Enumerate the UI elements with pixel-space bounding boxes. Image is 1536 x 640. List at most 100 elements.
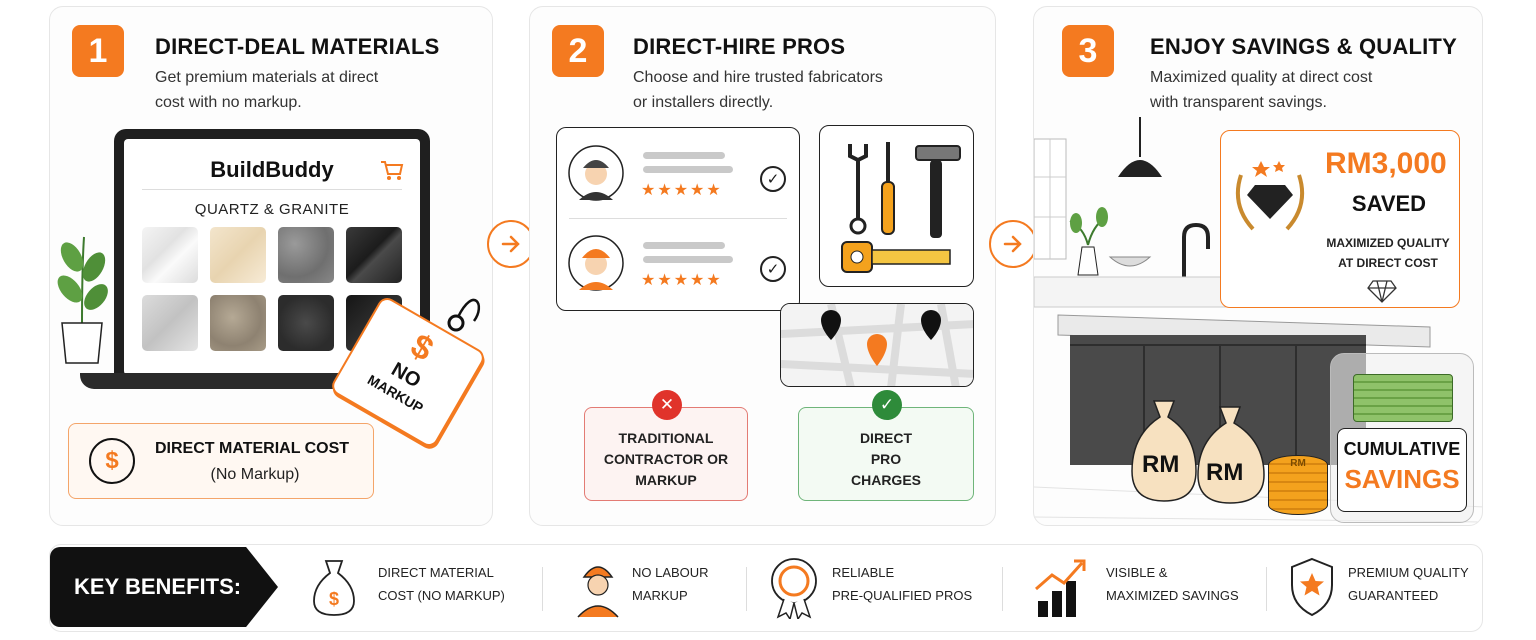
step-1-title: DIRECT-DEAL MATERIALS	[155, 34, 440, 59]
step-1-description: Get premium materials at direct cost wit…	[155, 65, 455, 115]
bag-left-label: RM	[1142, 451, 1180, 478]
arrow-right-icon-1	[487, 220, 535, 268]
key-benefits-bar: KEY BENEFITS: $ DIRECT MATERIAL COST (NO…	[49, 544, 1483, 632]
savings-jar: CUMULATIVE SAVINGS	[1330, 353, 1474, 523]
step-3-description: Maximized quality at direct cost with tr…	[1150, 65, 1450, 115]
check-circle-icon: ✓	[872, 390, 902, 420]
cost-box-title: DIRECT MATERIAL COST	[155, 440, 350, 457]
swatch-dark-granite[interactable]	[278, 295, 334, 351]
pro-row-2[interactable]: ★★★★★ ✓	[557, 220, 799, 310]
shield-star-icon	[1291, 557, 1333, 617]
pro-row-1[interactable]: ★★★★★ ✓	[557, 128, 799, 218]
map-icon	[781, 304, 973, 386]
traditional-contractor-box: ✕ TRADITIONAL CONTRACTOR OR MARKUP	[584, 390, 748, 501]
worker-avatar-icon	[568, 145, 624, 201]
benefit-reliable-pros: RELIABLE PRE-QUALIFIED PROS	[832, 561, 972, 607]
cash-stack-icon	[1353, 374, 1453, 422]
step-2-number: 2	[552, 25, 604, 77]
direct-label: DIRECT PRO CHARGES	[799, 428, 973, 491]
pros-card: ★★★★★ ✓ ★★★★★ ✓	[556, 127, 800, 311]
benefit-5-line1: PREMIUM QUALITY	[1348, 565, 1469, 580]
money-bags-icon	[1131, 400, 1265, 504]
traditional-line3: MARKUP	[635, 472, 697, 488]
swatch-gray-granite[interactable]	[278, 227, 334, 283]
traditional-line1: TRADITIONAL	[618, 430, 714, 446]
svg-text:$: $	[329, 589, 339, 609]
benefit-4-line1: VISIBLE &	[1106, 565, 1168, 580]
benefit-1-line1: DIRECT MATERIAL	[378, 565, 494, 580]
store-brand: BuildBuddy	[210, 157, 334, 182]
benefit-2-line2: MARKUP	[632, 588, 688, 603]
coin-stack-icon: RM	[1268, 455, 1328, 515]
swatch-white-quartz[interactable]	[142, 227, 198, 283]
swatch-black-marble[interactable]	[346, 227, 402, 283]
pro-rating-1: ★★★★★	[641, 182, 723, 199]
plant-icon	[57, 236, 108, 364]
money-bag-icon: $	[313, 560, 355, 616]
swatch-grid	[142, 227, 402, 351]
cumulative-line2: SAVINGS	[1344, 464, 1460, 494]
direct-line1: DIRECT	[859, 430, 913, 446]
step-2-panel: 2 DIRECT-HIRE PROS Choose and hire trust…	[529, 6, 996, 526]
savings-subtext-line2: AT DIRECT COST	[1338, 256, 1438, 270]
diamond-laurel-icon	[1236, 161, 1304, 231]
step-3-desc-line2: with transparent savings.	[1150, 94, 1327, 111]
check-icon-1: ✓	[760, 166, 786, 192]
direct-line2: PRO	[870, 451, 902, 467]
step-1-desc-line2: cost with no markup.	[155, 94, 302, 111]
step-2-desc-line2: or installers directly.	[633, 94, 774, 111]
step-1-number: 1	[72, 25, 124, 77]
map-card	[780, 303, 974, 387]
benefit-3-line1: RELIABLE	[832, 565, 895, 580]
diamond-outline-icon	[1367, 280, 1397, 303]
category-label: QUARTZ & GRANITE	[194, 201, 350, 218]
check-icon-2: ✓	[760, 256, 786, 282]
worker-avatar-hardhat-icon	[568, 235, 624, 291]
step-3-desc-line1: Maximized quality at direct cost	[1150, 69, 1373, 86]
key-benefits-title: KEY BENEFITS:	[50, 547, 278, 627]
coin-label: RM	[1290, 458, 1306, 469]
benefit-1-line2: COST (NO MARKUP)	[378, 588, 505, 603]
benefit-4-line2: MAXIMIZED SAVINGS	[1106, 588, 1239, 603]
step-3-number: 3	[1062, 25, 1114, 77]
award-badge-icon	[771, 558, 817, 619]
cart-icon[interactable]	[380, 159, 404, 181]
benefit-3-line2: PRE-QUALIFIED PROS	[832, 588, 973, 603]
traditional-line2: CONTRACTOR OR	[603, 451, 729, 467]
benefit-direct-material: DIRECT MATERIAL COST (NO MARKUP)	[378, 561, 505, 607]
swatch-beige-granite[interactable]	[210, 295, 266, 351]
cost-box-subtitle: (No Markup)	[210, 466, 300, 483]
savings-subtext-line1: MAXIMIZED QUALITY	[1326, 236, 1450, 250]
arrow-right-icon-2	[989, 220, 1037, 268]
step-2-desc-line1: Choose and hire trusted fabricators	[633, 69, 883, 86]
step-2-title: DIRECT-HIRE PROS	[633, 34, 846, 59]
step-1-desc-line1: Get premium materials at direct	[155, 69, 379, 86]
dollar-coin-icon: $	[89, 438, 135, 484]
direct-line3: CHARGES	[850, 472, 921, 488]
saved-label: SAVED	[1351, 191, 1427, 216]
step-3-title: ENJOY SAVINGS & QUALITY	[1150, 34, 1457, 59]
tools-card	[819, 125, 974, 287]
cumulative-line1: CUMULATIVE	[1343, 439, 1461, 459]
bag-right-label: RM	[1206, 459, 1244, 486]
savings-subtext: MAXIMIZED QUALITY AT DIRECT COST	[1313, 233, 1463, 273]
cross-icon: ✕	[652, 390, 682, 420]
tag-string-icon	[447, 298, 480, 332]
direct-material-cost-box: $ DIRECT MATERIAL COST (No Markup)	[68, 423, 374, 499]
growth-chart-icon	[1035, 559, 1086, 617]
direct-pro-charges-box: ✓ DIRECT PRO CHARGES	[798, 390, 974, 501]
step-3-panel: 3 ENJOY SAVINGS & QUALITY Maximized qual…	[1033, 6, 1483, 526]
pro-rating-2: ★★★★★	[641, 272, 723, 289]
worker-hardhat-icon	[577, 566, 619, 618]
swatch-cream-quartz[interactable]	[210, 227, 266, 283]
step-2-description: Choose and hire trusted fabricators or i…	[633, 65, 933, 115]
tools-icon	[841, 142, 961, 273]
swatch-light-granite[interactable]	[142, 295, 198, 351]
benefit-2-line1: NO LABOUR	[632, 565, 709, 580]
step-1-panel: 1 DIRECT-DEAL MATERIALS Get premium mate…	[49, 6, 493, 526]
savings-amount: RM3,000	[1325, 147, 1447, 180]
benefit-5-line2: GUARANTEED	[1348, 588, 1439, 603]
savings-card: RM3,000 SAVED MAXIMIZED QUALITY AT DIREC…	[1220, 130, 1460, 308]
cumulative-savings-label: CUMULATIVE SAVINGS	[1337, 428, 1467, 512]
benefit-visible-savings: VISIBLE & MAXIMIZED SAVINGS	[1106, 561, 1239, 607]
